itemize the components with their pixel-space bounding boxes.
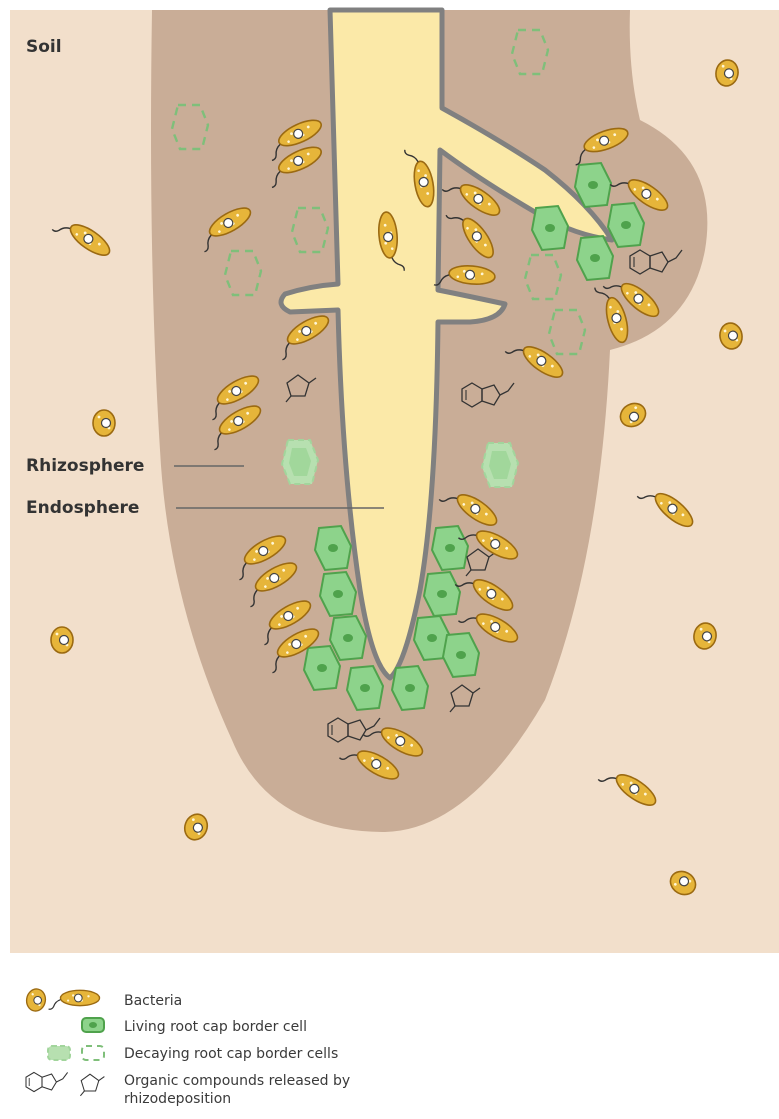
bacteria-oval xyxy=(51,627,73,653)
bacteria-oval xyxy=(93,410,115,436)
soil-label: Soil xyxy=(26,37,62,57)
legend-bacteria-label: Bacteria xyxy=(124,993,182,1009)
legend-bacteria-oval-icon xyxy=(25,987,47,1012)
legend: Bacteria Living root cap border cell Dec… xyxy=(25,987,350,1107)
legend-compounds-label-line1: Organic compounds released by xyxy=(124,1073,350,1089)
rhizosphere-label: Rhizosphere xyxy=(26,456,144,476)
legend-decaying-cells-label: Decaying root cap border cells xyxy=(124,1046,338,1062)
legend-compound-icons xyxy=(26,1072,104,1095)
legend-decaying-cell-icon xyxy=(48,1046,104,1060)
decaying-cell xyxy=(482,443,518,487)
decaying-cell xyxy=(282,440,318,484)
legend-living-cell-label: Living root cap border cell xyxy=(124,1019,307,1035)
legend-bacteria-rod-icon xyxy=(49,990,100,1009)
legend-compounds-label-line2: rhizodeposition xyxy=(124,1091,231,1107)
legend-living-cell-icon xyxy=(82,1018,104,1032)
endosphere-label: Endosphere xyxy=(26,498,139,518)
